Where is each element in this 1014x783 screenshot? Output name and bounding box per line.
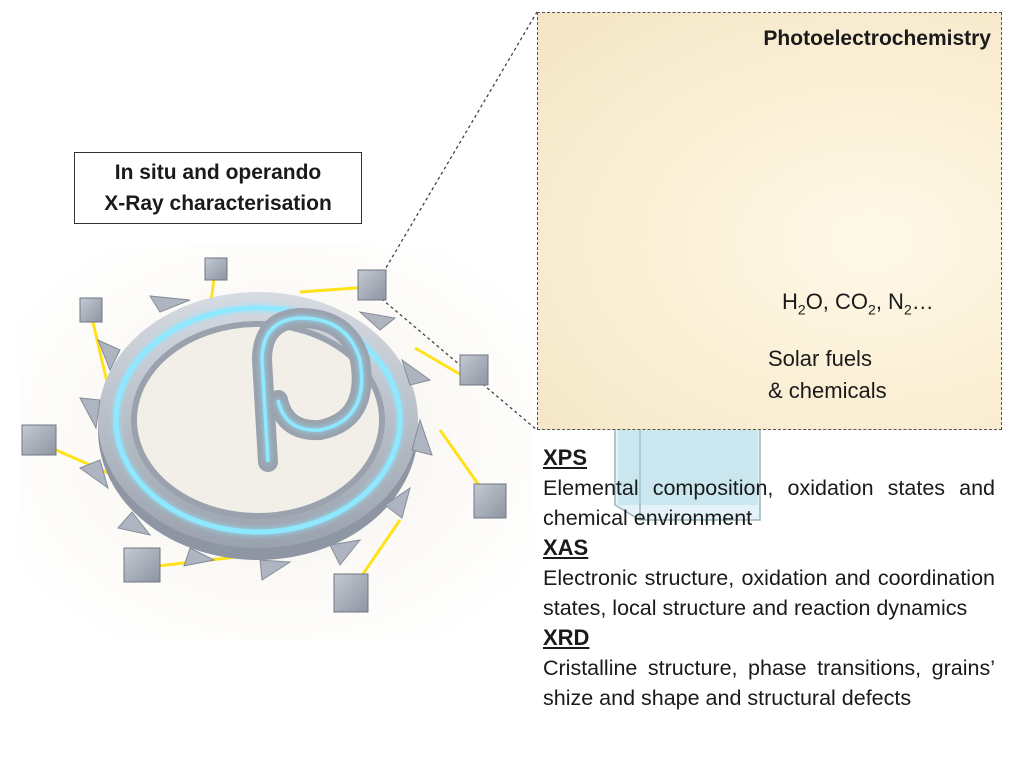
zoom-line-top bbox=[376, 11, 538, 284]
panel-title: Photoelectrochemistry bbox=[763, 27, 991, 50]
photoelectrochemistry-panel: Photoelectrochemistry H2O, CO2, N2… Sola… bbox=[537, 12, 1002, 430]
endstations bbox=[21, 257, 507, 613]
methods-list: XPS Elemental composition, oxidation sta… bbox=[543, 443, 995, 713]
method-description: Cristalline structure, phase transitions… bbox=[543, 656, 995, 710]
title-line-2: X-Ray characterisation bbox=[104, 192, 332, 215]
products-label-line-2: & chemicals bbox=[768, 378, 887, 403]
method-description: Elemental composition, oxidation states … bbox=[543, 476, 995, 530]
reactants-label: H2O, CO2, N2… bbox=[782, 289, 934, 318]
zoom-line-bottom bbox=[376, 294, 538, 431]
title-line-1: In situ and operando bbox=[114, 161, 322, 184]
method-description: Electronic structure, oxidation and coor… bbox=[543, 566, 995, 620]
booster-ring bbox=[251, 307, 372, 472]
method-name: XAS bbox=[543, 535, 589, 560]
characterisation-title-box: In situ and operando X-Ray characterisat… bbox=[74, 152, 362, 224]
method-name: XPS bbox=[543, 445, 588, 470]
products-label-line-1: Solar fuels bbox=[768, 346, 872, 371]
method-name: XRD bbox=[543, 625, 590, 650]
